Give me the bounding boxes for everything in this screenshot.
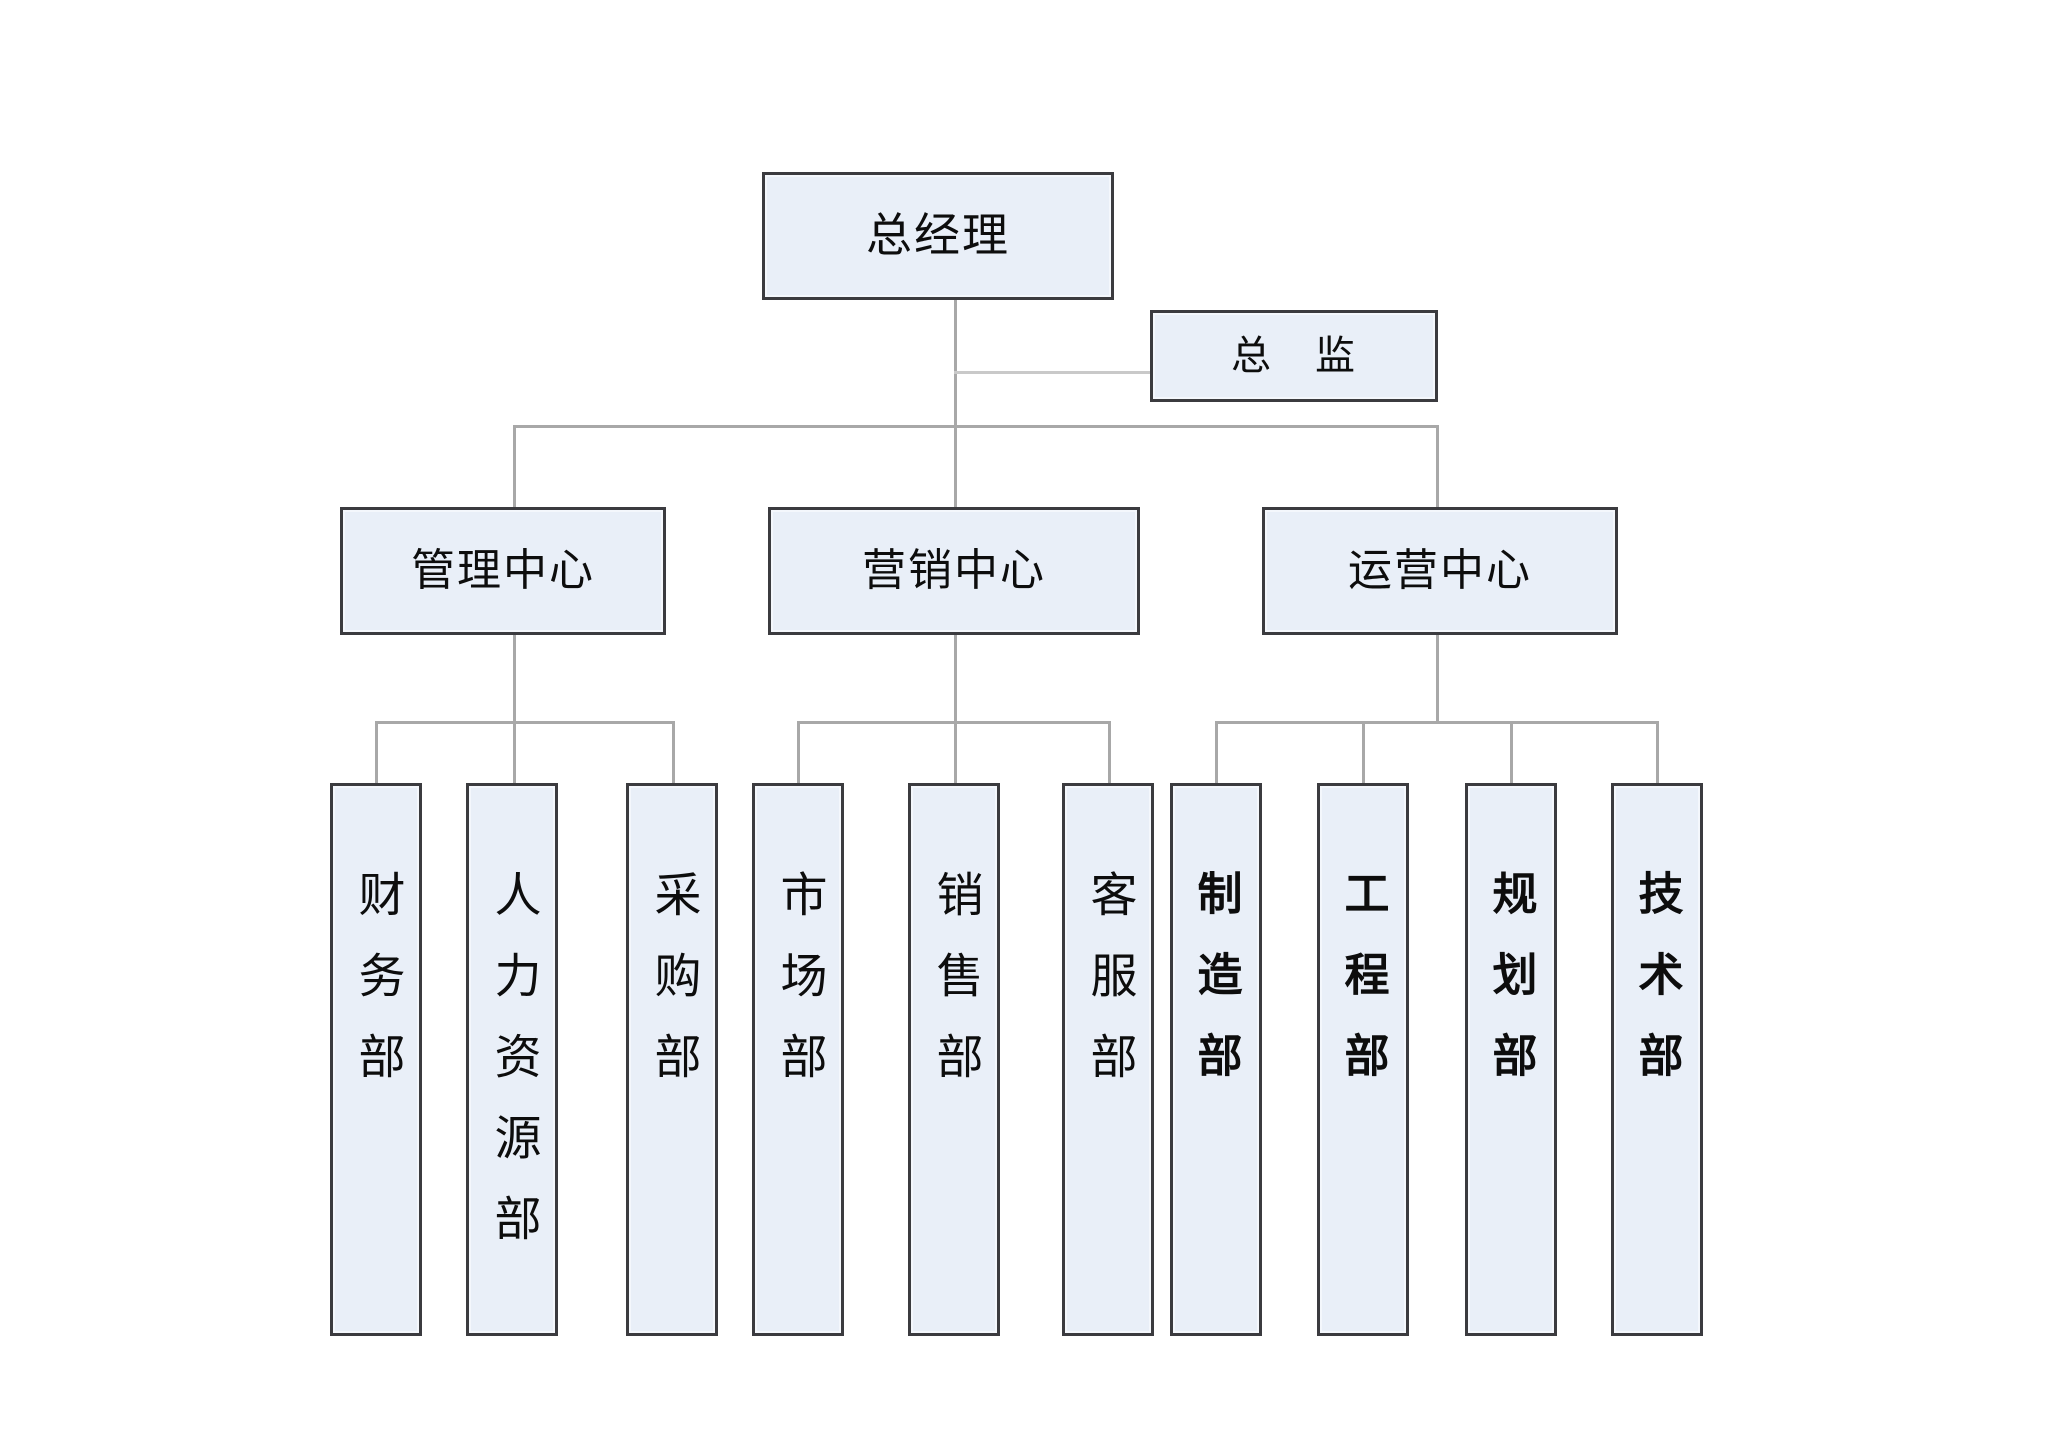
connector-center1-bus — [375, 721, 675, 724]
connector-center1-drop-1 — [375, 721, 378, 783]
node-general-manager[interactable]: 总经理 — [762, 172, 1114, 300]
node-label-department-human-resources: 人力资源部 — [486, 870, 539, 1275]
connector-center3-drop-2 — [1362, 721, 1365, 783]
node-label-director: 总 监 — [1231, 333, 1357, 378]
node-department-technology[interactable]: 技术部 — [1611, 783, 1703, 1336]
node-department-planning[interactable]: 规划部 — [1465, 783, 1557, 1336]
connector-level2-bus — [513, 425, 1438, 428]
node-label-department-planning: 规划部 — [1484, 870, 1538, 1113]
node-label-marketing-center: 营销中心 — [862, 546, 1046, 595]
connector-center3-drop-3 — [1510, 721, 1513, 783]
node-management-center[interactable]: 管理中心 — [340, 507, 666, 635]
node-department-manufacturing[interactable]: 制造部 — [1170, 783, 1262, 1336]
connector-center2-drop-3 — [1108, 721, 1111, 783]
node-department-market[interactable]: 市场部 — [752, 783, 844, 1336]
connector-center2-drop-2 — [954, 721, 957, 783]
node-label-general-manager: 总经理 — [866, 210, 1010, 261]
node-label-department-manufacturing: 制造部 — [1189, 870, 1243, 1113]
node-director[interactable]: 总 监 — [1150, 310, 1438, 402]
node-operations-center[interactable]: 运营中心 — [1262, 507, 1618, 635]
connector-center2-drop-1 — [797, 721, 800, 783]
connector-center1-drop-3 — [672, 721, 675, 783]
node-department-engineering[interactable]: 工程部 — [1317, 783, 1409, 1336]
node-label-management-center: 管理中心 — [411, 546, 595, 595]
connector-root-to-director — [954, 371, 1152, 374]
connector-drop-center-1 — [513, 425, 516, 509]
connector-center3-trunk — [1436, 633, 1439, 723]
node-marketing-center[interactable]: 营销中心 — [768, 507, 1140, 635]
connector-center1-trunk — [513, 633, 516, 723]
node-label-department-technology: 技术部 — [1630, 870, 1684, 1113]
connector-center3-drop-4 — [1656, 721, 1659, 783]
node-label-operations-center: 运营中心 — [1348, 546, 1532, 595]
node-label-department-procurement: 采购部 — [646, 870, 699, 1113]
connector-drop-center-2 — [954, 425, 957, 509]
connector-drop-center-3 — [1436, 425, 1439, 509]
node-department-sales[interactable]: 销售部 — [908, 783, 1000, 1336]
node-department-customer-service[interactable]: 客服部 — [1062, 783, 1154, 1336]
node-label-department-customer-service: 客服部 — [1082, 870, 1135, 1113]
connector-center3-bus — [1215, 721, 1659, 724]
node-department-procurement[interactable]: 采购部 — [626, 783, 718, 1336]
node-label-department-sales: 销售部 — [928, 870, 981, 1113]
connector-center3-drop-1 — [1215, 721, 1218, 783]
connector-center1-drop-2 — [513, 721, 516, 783]
node-label-department-market: 市场部 — [772, 870, 825, 1113]
connector-center2-trunk — [954, 633, 957, 723]
node-label-department-finance: 财务部 — [350, 870, 403, 1113]
node-department-human-resources[interactable]: 人力资源部 — [466, 783, 558, 1336]
node-label-department-engineering: 工程部 — [1336, 870, 1390, 1113]
node-department-finance[interactable]: 财务部 — [330, 783, 422, 1336]
